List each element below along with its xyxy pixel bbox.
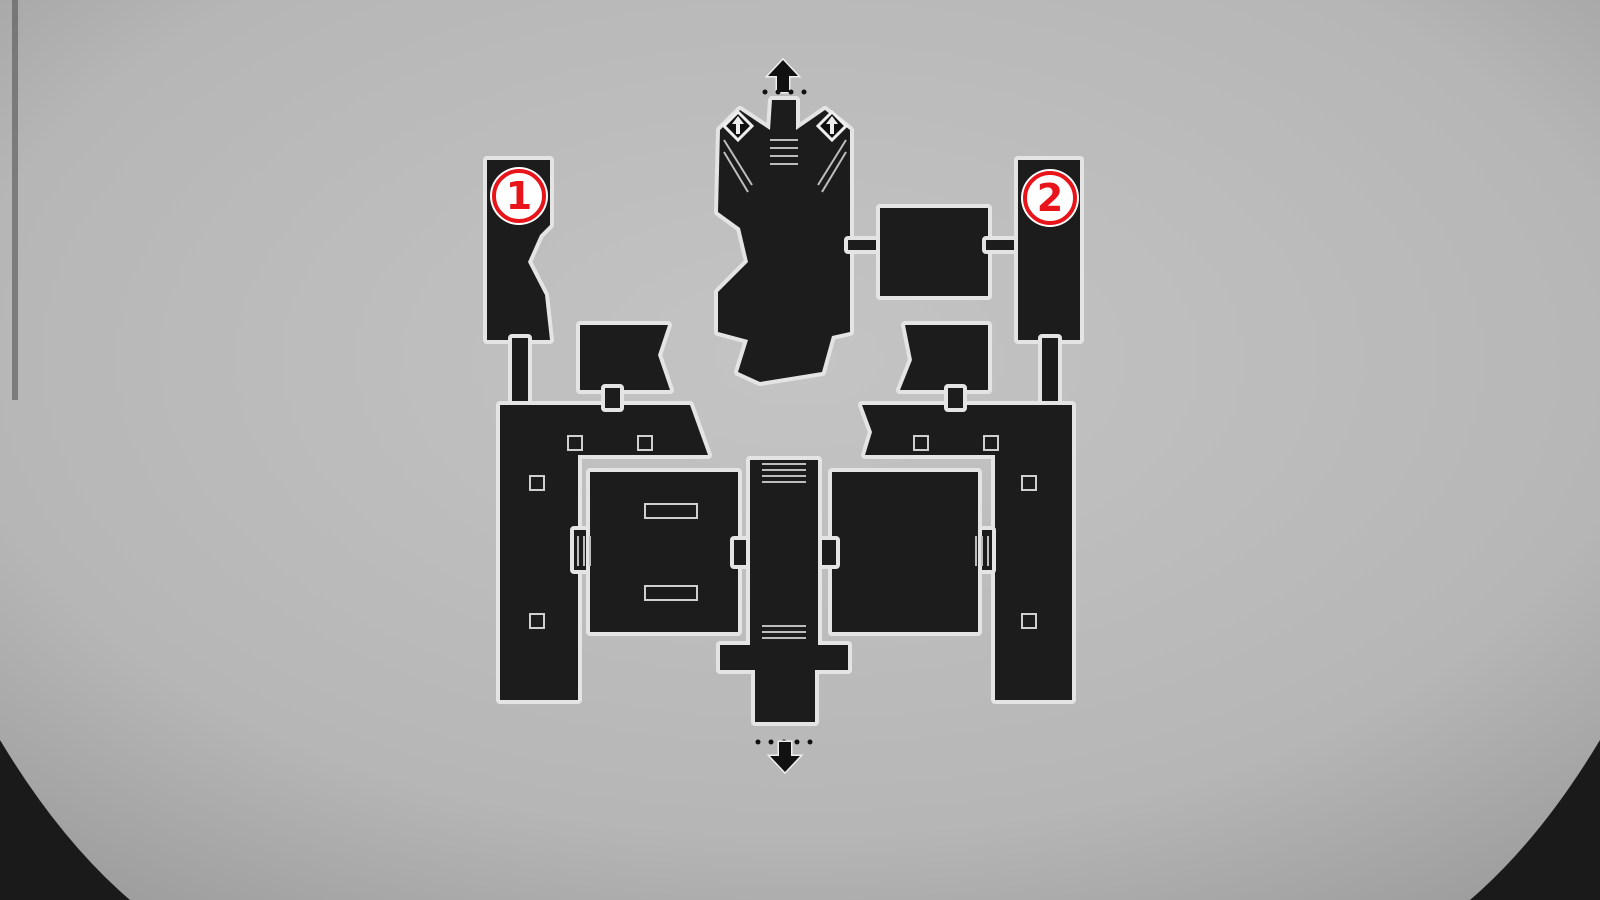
room-right-wing: [858, 401, 1076, 704]
corridor-left: [508, 334, 532, 412]
room-hall-east: [828, 468, 982, 636]
exit-south: [755, 739, 813, 775]
arrow-down-icon: [766, 740, 804, 775]
corridor-right: [1038, 334, 1062, 412]
arrow-up-icon: [721, 109, 849, 143]
marker-2-badge: [1021, 169, 1079, 227]
frame-edge: [12, 0, 18, 400]
corridor-right-small: [944, 384, 967, 412]
corridor-left-small: [601, 384, 624, 412]
room-hall-west: [586, 468, 742, 636]
room-left-small: [576, 321, 674, 394]
room-details: [529, 435, 1037, 629]
room-right-small: [896, 321, 992, 394]
room-center-north: [714, 96, 854, 386]
frame-corner-left: [0, 740, 130, 900]
marker-2-label[interactable]: 2: [1036, 176, 1064, 220]
marker-1-badge: [490, 167, 548, 225]
room-left-wing: [496, 401, 712, 704]
marker-1-label[interactable]: 1: [505, 174, 533, 218]
exit-north: [721, 57, 849, 143]
frame-corner-right: [1470, 740, 1600, 900]
stairs-lines: [577, 139, 989, 639]
room-central-hall: [716, 456, 852, 726]
room-middle: [876, 204, 992, 300]
arrow-up-icon: [764, 57, 802, 94]
